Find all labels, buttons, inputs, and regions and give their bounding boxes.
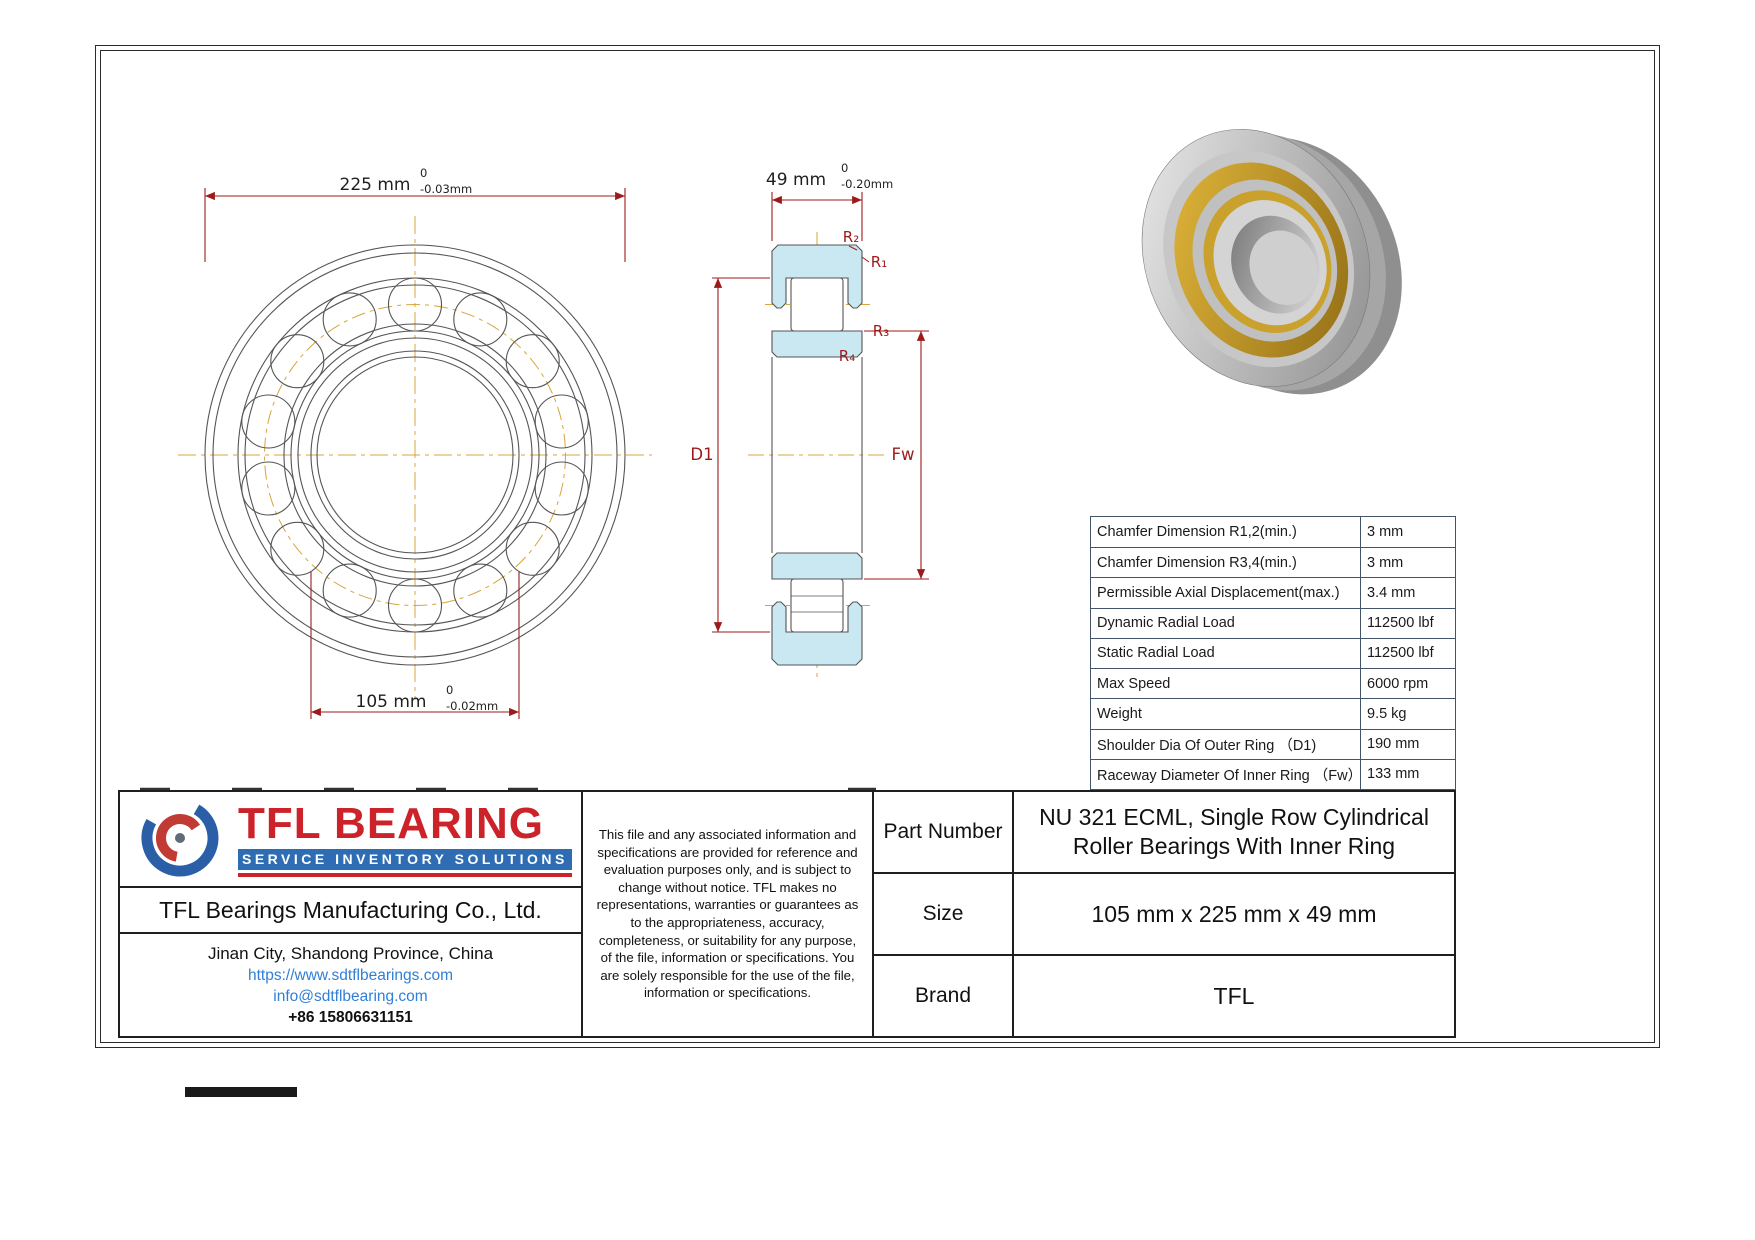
spec-value: 3 mm <box>1367 554 1404 571</box>
spec-value: 6000 rpm <box>1367 675 1429 692</box>
spec-label: Weight <box>1091 699 1361 729</box>
dimension-d1: D1 <box>690 277 770 633</box>
label-fw: Fw <box>892 445 915 464</box>
front-view-drawing: 225 mm 0 -0.03mm 105 mm 0 -0.02mm <box>178 166 652 719</box>
title-block-fields: Part Number NU 321 ECML, Single Row Cyli… <box>874 792 1454 1036</box>
spec-row: Chamfer Dimension R1,2(min.) 3 mm <box>1091 517 1455 548</box>
field-row-brand: Brand TFL <box>874 954 1454 1036</box>
field-value-part-number: NU 321 ECML, Single Row Cylindrical Roll… <box>1039 804 1429 859</box>
bearing-section-geometry <box>771 244 863 666</box>
spec-value: 133 mm <box>1367 766 1420 783</box>
dimension-width: 49 mm 0 -0.20mm <box>766 161 893 241</box>
field-label-part-number: Part Number <box>874 792 1014 872</box>
title-block: TFL BEARING SERVICE INVENTORY SOLUTIONS … <box>118 790 1456 1038</box>
od-dimension-value: 225 mm <box>340 175 411 195</box>
spec-row: Static Radial Load 112500 lbf <box>1091 637 1455 669</box>
od-tolerance-lower: -0.03mm <box>420 182 472 196</box>
bearing-3d-image <box>1141 129 1402 395</box>
spec-row: Chamfer Dimension R3,4(min.) 3 mm <box>1091 547 1455 578</box>
spec-row: Dynamic Radial Load 112500 lbf <box>1091 607 1455 638</box>
spec-label: Raceway Diameter Of Inner Ring （Fw） <box>1091 759 1361 789</box>
field-value-size: 105 mm x 225 mm x 49 mm <box>1091 900 1377 927</box>
disclaimer-text: This file and any associated information… <box>583 792 874 1036</box>
label-d1: D1 <box>690 445 713 464</box>
bottom-edge-mark <box>185 1087 297 1097</box>
dimension-outer-diameter: 225 mm 0 -0.03mm <box>204 166 626 262</box>
dimension-fw: Fw <box>864 330 929 580</box>
width-dimension-value: 49 mm <box>766 170 826 190</box>
spec-label: Static Radial Load <box>1091 638 1361 669</box>
spec-value: 112500 lbf <box>1367 645 1434 662</box>
spec-label: Shoulder Dia Of Outer Ring （D1) <box>1091 729 1361 759</box>
logo-icon <box>141 799 219 877</box>
company-name: TFL Bearings Manufacturing Co., Ltd. <box>120 886 581 932</box>
logo-brand-text: TFL BEARING <box>238 798 544 848</box>
bearing-front-geometry <box>204 244 626 666</box>
spec-label: Chamfer Dimension R3,4(min.) <box>1091 548 1361 578</box>
spec-value: 190 mm <box>1367 736 1420 753</box>
dimension-bore-diameter: 105 mm 0 -0.02mm <box>310 572 520 719</box>
field-label-size: Size <box>874 874 1014 954</box>
spec-value: 9.5 kg <box>1367 705 1407 722</box>
field-value-brand: TFL <box>1213 982 1255 1009</box>
spec-label: Max Speed <box>1091 669 1361 699</box>
logo-red-bar <box>238 872 572 877</box>
company-logo: TFL BEARING SERVICE INVENTORY SOLUTIONS <box>120 792 581 886</box>
spec-row: Shoulder Dia Of Outer Ring （D1) 190 mm <box>1091 728 1455 759</box>
front-view-centerlines <box>178 216 652 700</box>
spec-row: Max Speed 6000 rpm <box>1091 668 1455 699</box>
logo-text: TFL BEARING SERVICE INVENTORY SOLUTIONS <box>238 798 572 877</box>
label-r2: R₂ <box>843 228 859 246</box>
chamfer-labels: R₂ R₁ R₃ R₄ <box>839 228 889 365</box>
bore-dimension-value: 105 mm <box>356 692 427 712</box>
spec-row: Raceway Diameter Of Inner Ring （Fw） 133 … <box>1091 758 1455 789</box>
spec-label: Dynamic Radial Load <box>1091 608 1361 638</box>
logo-tagline: SERVICE INVENTORY SOLUTIONS <box>238 848 572 870</box>
title-block-left: TFL BEARING SERVICE INVENTORY SOLUTIONS … <box>120 792 583 1036</box>
field-row-part-number: Part Number NU 321 ECML, Single Row Cyli… <box>874 792 1454 872</box>
email-link[interactable]: info@sdtflbearing.com <box>273 987 428 1005</box>
spec-row: Weight 9.5 kg <box>1091 698 1455 729</box>
bore-tolerance-upper: 0 <box>446 683 453 697</box>
website-link[interactable]: https://www.sdtflbearings.com <box>247 966 454 984</box>
width-tolerance-upper: 0 <box>841 161 848 175</box>
spec-label: Chamfer Dimension R1,2(min.) <box>1091 517 1361 548</box>
field-row-size: Size 105 mm x 225 mm x 49 mm <box>874 872 1454 954</box>
sheet-border-outer <box>95 45 1660 1048</box>
bore-tolerance-lower: -0.02mm <box>446 699 498 713</box>
spec-value: 112500 lbf <box>1367 615 1434 632</box>
label-r4: R₄ <box>839 347 855 365</box>
spec-value: 3.4 mm <box>1367 585 1416 602</box>
company-address: Jinan City, Shandong Province, China <box>207 943 494 963</box>
phone-number: +86 15806631151 <box>288 1008 413 1026</box>
section-view-drawing: 49 mm 0 -0.20mm R₂ R₁ R₃ R₄ D1 <box>690 161 929 678</box>
spec-value: 3 mm <box>1367 524 1404 541</box>
company-contact: Jinan City, Shandong Province, China htt… <box>120 932 581 1036</box>
label-r1: R₁ <box>871 253 887 271</box>
sheet-border-inner <box>100 50 1655 1043</box>
width-tolerance-lower: -0.20mm <box>841 177 893 191</box>
od-tolerance-upper: 0 <box>420 166 427 180</box>
spec-row: Permissible Axial Displacement(max.) 3.4… <box>1091 577 1455 608</box>
spec-label: Permissible Axial Displacement(max.) <box>1091 578 1361 608</box>
field-label-brand: Brand <box>874 956 1014 1036</box>
spec-table: Chamfer Dimension R1,2(min.) 3 mm Chamfe… <box>1090 516 1456 790</box>
